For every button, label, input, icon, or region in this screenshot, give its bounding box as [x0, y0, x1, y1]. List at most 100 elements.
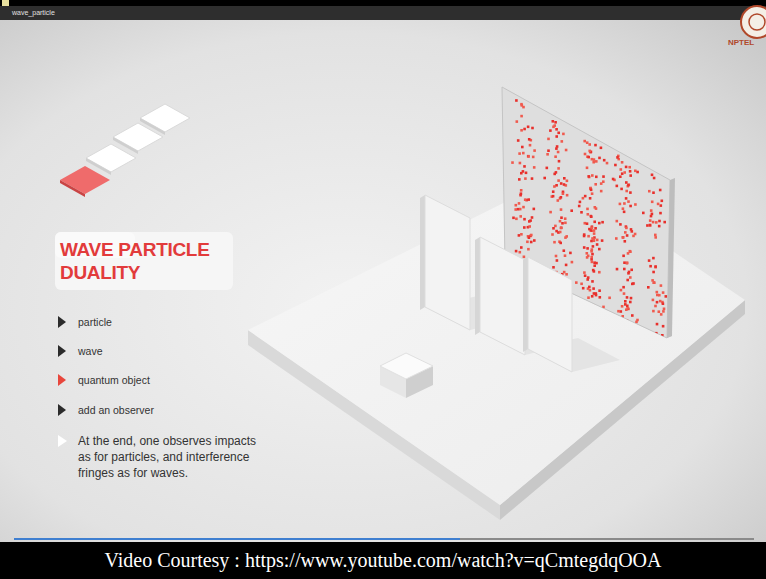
impact-dot: [520, 103, 523, 106]
tile-edge: [60, 180, 85, 197]
impact-dot: [619, 223, 622, 226]
impact-dot: [626, 307, 629, 310]
impact-dot: [523, 226, 526, 229]
impact-dot: [606, 162, 609, 165]
impact-dot: [543, 177, 546, 180]
impact-dot: [587, 175, 590, 178]
impact-dot: [531, 127, 534, 130]
impact-dot: [569, 252, 572, 255]
impact-dot: [654, 234, 657, 237]
impact-dot: [527, 155, 530, 158]
caption-band: [0, 542, 766, 579]
impact-dot: [547, 138, 550, 141]
impact-dot: [621, 305, 624, 308]
impact-dot: [527, 155, 530, 158]
impact-dot: [555, 171, 558, 174]
impact-dot: [624, 240, 627, 243]
progress-bar: [14, 538, 460, 540]
impact-dot: [590, 215, 593, 218]
impact-dot: [593, 264, 596, 267]
impact-dot: [587, 156, 590, 159]
impact-dot: [616, 185, 619, 188]
impact-dot: [598, 289, 601, 292]
impact-dot: [559, 231, 562, 234]
impact-dot: [608, 297, 611, 300]
impact-dot: [586, 252, 589, 255]
impact-dot: [590, 256, 593, 259]
impact-dot: [552, 120, 555, 123]
impact-dot: [571, 261, 574, 264]
impact-dot: [533, 166, 536, 169]
impact-dot: [663, 221, 666, 224]
impact-dot: [591, 158, 594, 161]
impact-dot: [518, 152, 521, 155]
impact-dot: [656, 294, 659, 297]
impact-dot: [584, 274, 587, 277]
impact-dot: [552, 195, 555, 198]
menu-bullet: [58, 345, 66, 357]
impact-dot: [528, 225, 531, 228]
panel-edge: [523, 257, 528, 352]
logo-emblem: [741, 6, 766, 38]
impact-dot: [564, 217, 567, 220]
impact-dot: [589, 289, 592, 292]
impact-dot: [616, 268, 619, 271]
impact-dot: [555, 135, 558, 138]
impact-dot: [617, 310, 620, 313]
impact-dot: [628, 184, 631, 187]
impact-dot: [622, 286, 625, 289]
menu-item: wave: [78, 344, 228, 358]
impact-dot: [665, 295, 668, 298]
impact-dot: [657, 340, 660, 343]
impact-dot: [653, 281, 656, 284]
impact-dot: [529, 144, 532, 147]
impact-dot: [512, 217, 515, 220]
impact-dot: [630, 269, 633, 272]
explanation-note: At the end, one observes impacts as for …: [78, 433, 268, 481]
impact-dot: [660, 313, 663, 316]
impact-dot: [584, 153, 587, 156]
impact-dot: [629, 301, 632, 304]
impact-dot: [652, 310, 655, 313]
impact-dot: [623, 211, 626, 214]
impact-dot: [622, 255, 625, 258]
impact-dot: [530, 241, 533, 244]
impact-dot: [591, 261, 594, 264]
impact-dot: [563, 249, 566, 252]
impact-dot: [591, 237, 594, 240]
impact-dot: [626, 262, 629, 265]
impact-dot: [621, 172, 624, 175]
impact-dot: [582, 287, 585, 290]
impact-dot: [596, 243, 599, 246]
impact-dot: [519, 162, 522, 165]
impact-dot: [626, 262, 629, 265]
impact-dot: [523, 128, 526, 131]
impact-dot: [591, 225, 594, 228]
impact-dot: [590, 189, 593, 192]
impact-dot: [620, 188, 623, 191]
impact-dot: [587, 213, 590, 216]
impact-dot: [631, 230, 634, 233]
impact-dot: [530, 234, 533, 237]
impact-dot: [565, 149, 568, 152]
impact-dot: [662, 325, 665, 328]
impact-dot: [531, 216, 534, 219]
impact-dot: [511, 161, 514, 164]
impact-dot: [553, 124, 556, 127]
impact-dot: [591, 192, 594, 195]
impact-dot: [654, 265, 657, 268]
impact-dot: [601, 221, 604, 224]
impact-dot: [514, 208, 517, 211]
impact-dot: [663, 308, 666, 311]
impact-dot: [662, 291, 665, 294]
impact-dot: [549, 211, 552, 214]
impact-dot: [651, 201, 654, 204]
impact-dot: [560, 208, 563, 211]
impact-dot: [627, 184, 630, 187]
video-credit: Video Courtesy : https://www.youtube.com…: [0, 547, 766, 573]
impact-dot: [615, 237, 618, 240]
impact-dot: [588, 176, 591, 179]
impact-dot: [629, 174, 632, 177]
impact-dot: [594, 206, 597, 209]
source-box: [380, 353, 433, 398]
